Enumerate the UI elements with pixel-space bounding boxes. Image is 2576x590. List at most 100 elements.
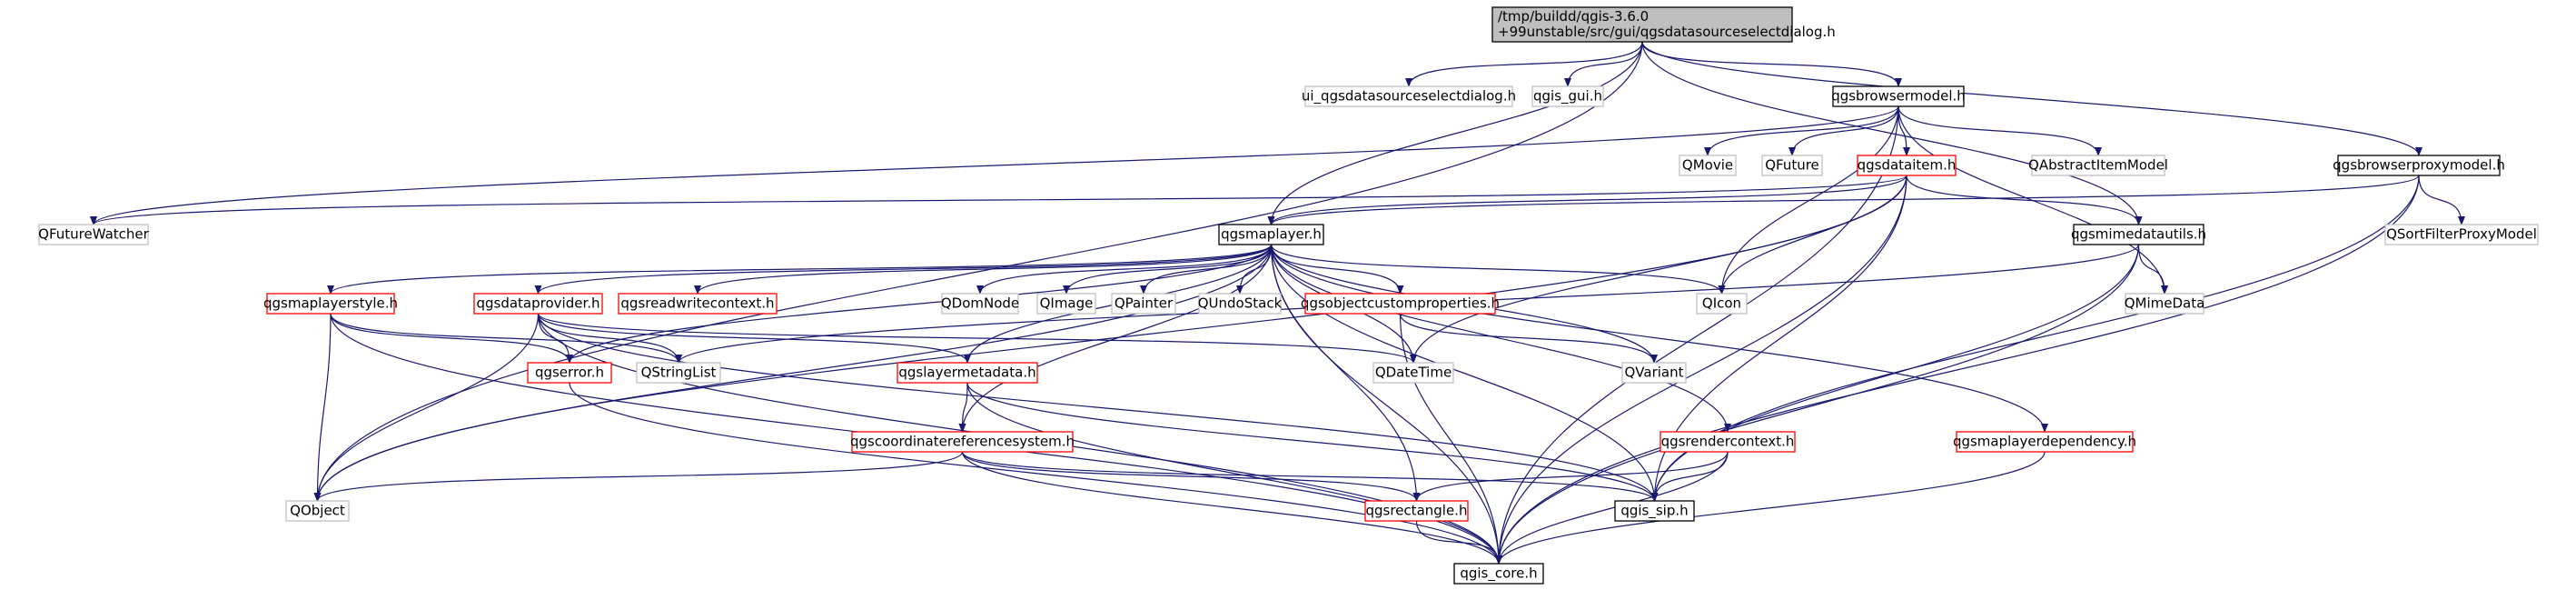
edge-maplayer-to-layerdependency (1270, 244, 2048, 433)
edge-objcustomprops-to-qgis_core (1399, 313, 1502, 565)
node-qgis_sip[interactable]: qgis_sip.h (1614, 500, 1695, 522)
edge-layermetadata-to-qgis_core (966, 382, 1502, 565)
node-box (2384, 224, 2539, 245)
node-label: qgserror.h (535, 365, 604, 381)
node-qgsrectangle[interactable]: qgsrectangle.h (1364, 500, 1469, 522)
node-label: QUndoStack (1198, 295, 1283, 312)
node-box (2073, 224, 2204, 245)
node-box (1679, 155, 1737, 176)
edge-maplayer-to-qicon (1270, 244, 1726, 295)
node-box (851, 431, 1074, 453)
node-box (1198, 293, 1282, 315)
edge-maplayerstyle-to-qobject (313, 313, 332, 502)
node-qvariant[interactable]: QVariant (1621, 362, 1687, 384)
node-box (38, 224, 149, 245)
edge-browserproxymodel-to-qgis_core (1495, 175, 2420, 565)
node-qdomnode[interactable]: QDomNode (941, 293, 1019, 315)
node-box (636, 362, 721, 384)
edge-dataitem-to-mimedatautils (1906, 175, 2143, 225)
node-box (1621, 362, 1687, 384)
edge-maplayer-to-rendercontext (1270, 244, 1731, 433)
node-qgis_core[interactable]: qgis_core.h (1453, 563, 1544, 585)
edge-root-to-ui_dialog (1405, 41, 1643, 87)
edge-qgserror-to-qgis_core (569, 382, 1502, 565)
node-label: QMovie (1682, 157, 1733, 174)
node-label: QImage (1040, 295, 1094, 312)
edge-rendercontext-to-qgsrectangle (1412, 451, 1729, 502)
node-layermetadata[interactable]: qgslayermetadata.h (897, 362, 1038, 384)
edge-maplayerstyle-to-qstringlist (330, 313, 682, 364)
node-qobject[interactable]: QObject (285, 500, 350, 522)
edge-root-to-browsermodel (1641, 41, 1902, 87)
node-maplayerstyle[interactable]: qgsmaplayerstyle.h (263, 293, 398, 315)
node-mimedatautils[interactable]: qgsmimedatautils.h (2071, 224, 2206, 245)
node-qfuturewatcher[interactable]: QFutureWatcher (38, 224, 150, 245)
node-label: qgis_core.h (1460, 565, 1537, 583)
node-root: /tmp/buildd/qgis-3.6.0+99unstable/src/gu… (1491, 6, 1836, 43)
node-label: qgsobjectcustomproperties.h (1301, 295, 1500, 312)
node-qmimedata[interactable]: QMimeData (2125, 293, 2205, 315)
edge-rendercontext-to-qgis_sip (1650, 451, 1729, 502)
node-box (1761, 155, 1823, 176)
node-crs[interactable]: qgscoordinatereferencesystem.h (850, 431, 1075, 453)
edge-crs-to-qgis_sip (961, 451, 1659, 502)
node-rendercontext[interactable]: qgsrendercontext.h (1660, 431, 1796, 453)
node-box (266, 293, 395, 315)
node-box (897, 362, 1038, 384)
node-ui_dialog[interactable]: ui_qgsdatasourceselectdialog.h (1302, 85, 1516, 107)
node-box (1614, 500, 1695, 522)
node-box (1372, 362, 1454, 384)
node-qstringlist[interactable]: QStringList (636, 362, 721, 384)
node-qmovie[interactable]: QMovie (1679, 155, 1737, 176)
node-label: qgsbrowserproxymodel.h (2333, 157, 2505, 174)
node-label: QStringList (641, 365, 717, 381)
node-box (1696, 293, 1748, 315)
node-label: qgis_sip.h (1620, 503, 1688, 520)
node-label: qgsmaplayer.h (1221, 226, 1322, 243)
edge-layermetadata-to-crs (958, 382, 968, 433)
node-label: qgsrendercontext.h (1661, 434, 1795, 450)
node-box (1111, 293, 1176, 315)
node-layerdependency[interactable]: qgsmaplayerdependency.h (1953, 431, 2136, 453)
node-qgis_gui[interactable]: qgis_gui.h (1531, 85, 1604, 107)
edge-dataprovider-to-qgis_sip (537, 313, 1659, 502)
node-dataprovider[interactable]: qgsdataprovider.h (473, 293, 603, 315)
node-label: QAbstractItemModel (2028, 157, 2168, 174)
node-qdatetime[interactable]: QDateTime (1372, 362, 1454, 384)
node-box (1660, 431, 1796, 453)
node-qsortfilter[interactable]: QSortFilterProxyModel (2384, 224, 2539, 245)
edge-maplayer-to-qgis_core (1270, 244, 1502, 565)
node-label: QIcon (1702, 295, 1741, 312)
node-box (1491, 6, 1793, 43)
node-qgserror[interactable]: qgserror.h (527, 362, 612, 384)
node-qpainter[interactable]: QPainter (1111, 293, 1176, 315)
node-qfuture[interactable]: QFuture (1761, 155, 1823, 176)
nodes-layer: /tmp/buildd/qgis-3.6.0+99unstable/src/gu… (38, 6, 2539, 585)
node-box (1218, 224, 1324, 245)
node-label: qgsdataitem.h (1858, 157, 1957, 174)
node-label: QMimeData (2125, 295, 2205, 312)
node-qundostack[interactable]: QUndoStack (1198, 293, 1283, 315)
node-label: QDomNode (941, 295, 1019, 312)
node-label: qgis_gui.h (1533, 88, 1602, 105)
node-qimage[interactable]: QImage (1036, 293, 1096, 315)
edge-root-to-qobject (313, 41, 1643, 502)
node-label: QDateTime (1375, 365, 1451, 381)
node-objcustomprops[interactable]: qgsobjectcustomproperties.h (1301, 293, 1500, 315)
node-qicon[interactable]: QIcon (1696, 293, 1748, 315)
node-label: qgslayermetadata.h (898, 365, 1035, 381)
node-maplayer[interactable]: qgsmaplayer.h (1218, 224, 1324, 245)
node-box (527, 362, 612, 384)
edge-objcustomprops-to-qvariant (1399, 313, 1658, 364)
node-browserproxymodel[interactable]: qgsbrowserproxymodel.h (2333, 155, 2505, 176)
edge-dataprovider-to-qobject (313, 313, 540, 502)
node-qabstractitemmodel[interactable]: QAbstractItemModel (2028, 155, 2168, 176)
node-box (1364, 500, 1469, 522)
node-browsermodel[interactable]: qgsbrowsermodel.h (1831, 85, 1966, 107)
node-label: qgsrectangle.h (1366, 503, 1468, 519)
node-label: QFutureWatcher (38, 226, 150, 243)
edge-rendercontext-to-qgis_core (1495, 451, 1729, 565)
node-readwritecontext[interactable]: qgsreadwritecontext.h (618, 293, 778, 315)
node-dataitem[interactable]: qgsdataitem.h (1857, 155, 1957, 176)
